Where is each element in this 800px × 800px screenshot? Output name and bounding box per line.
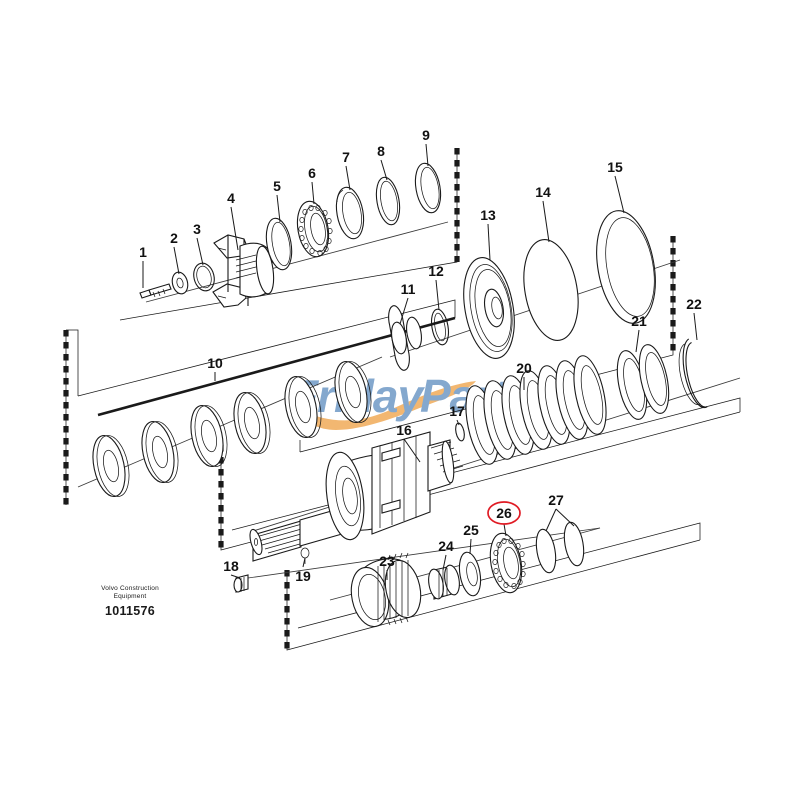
part-10-washer-c: [190, 404, 228, 468]
brand-line-2: Equipment: [113, 593, 147, 600]
callout-21: 21: [631, 313, 647, 329]
callout-18: 18: [223, 558, 239, 574]
part-10-washer-e: [284, 375, 322, 439]
callout-13: 13: [480, 207, 496, 223]
clutch-plate: [573, 355, 607, 435]
part-21-splined-plate: [616, 344, 670, 420]
highlight-marker-26: [487, 501, 521, 525]
part-number: 1011576: [104, 604, 156, 618]
assembly-piston: [388, 210, 681, 371]
callout-24: 24: [438, 538, 454, 554]
part-5-seal-ring: [265, 217, 293, 271]
part-2-washer: [171, 271, 189, 295]
leader-lines: [142, 143, 698, 580]
callout-8: 8: [377, 143, 385, 159]
callout-11: 11: [401, 281, 416, 297]
part-25-washer: [458, 551, 482, 597]
callout-7: 7: [342, 149, 350, 165]
part-10-washer-f: [334, 360, 372, 424]
callout-9: 9: [422, 127, 430, 143]
callout-4: 4: [227, 190, 235, 206]
callout-3: 3: [193, 221, 201, 237]
part-20-clutch-plate-stack: [465, 355, 607, 465]
callout-16: 16: [396, 422, 412, 438]
part-10-washer-d: [233, 391, 271, 455]
callout-14: 14: [535, 184, 551, 200]
callout-15: 15: [607, 159, 623, 175]
part-12-o-ring: [430, 308, 450, 346]
callout-25: 25: [463, 522, 479, 538]
group-frame-piston: [299, 236, 674, 453]
callout-22: 22: [686, 296, 702, 312]
assembly-shim-washers: [77, 356, 383, 498]
callout-1: 1: [139, 244, 147, 260]
callout-5: 5: [273, 178, 281, 194]
brand-credit-block: Volvo Construction Equipment 1011576: [70, 585, 190, 618]
part-24-roller-cage: [428, 564, 460, 600]
part-9-ring: [414, 162, 442, 214]
callout-27: 27: [548, 492, 564, 508]
callout-20: 20: [516, 360, 532, 376]
brand-line-1: Volvo Construction: [101, 585, 159, 592]
callout-6: 6: [308, 165, 316, 181]
part-16-clutch-hub-shaft: [249, 431, 464, 562]
part-4-yoke: [212, 234, 275, 308]
callout-2: 2: [170, 230, 178, 246]
part-10-washer-b: [141, 420, 179, 484]
callout-23: 23: [379, 553, 395, 569]
part-27-washer-pair: [535, 521, 585, 574]
callout-12: 12: [428, 263, 444, 279]
part-23-splined-gear: [350, 552, 422, 628]
part-7-seal: [335, 186, 365, 240]
part-26-ball-bearing: [489, 532, 526, 594]
part-3-o-ring: [193, 262, 215, 292]
part-14-diaphragm: [523, 239, 579, 341]
part-18-plug: [233, 574, 249, 593]
callout-10: 10: [207, 355, 223, 371]
part-8-ring: [375, 176, 401, 226]
callout-26: 26: [496, 505, 512, 521]
part-1-bolt: [139, 283, 172, 299]
part-13-piston-disc: [463, 257, 515, 359]
part-6-roller-bearing: [296, 200, 333, 258]
assembly-output: [233, 521, 601, 628]
assembly-yoke-input: [139, 162, 449, 308]
callout-17: 17: [449, 403, 465, 419]
part-15-large-ring: [596, 210, 656, 324]
callout-numbers: 1 2 3 4 5 6 7 8 9 10 11 12 13 14 15 16 1…: [139, 127, 702, 584]
part-22-snap-ring: [678, 338, 708, 409]
part-11-sleeve: [388, 305, 422, 371]
callout-19: 19: [295, 568, 311, 584]
assembly-clutch-pack: [249, 338, 741, 562]
part-10-washer-a: [92, 434, 130, 498]
